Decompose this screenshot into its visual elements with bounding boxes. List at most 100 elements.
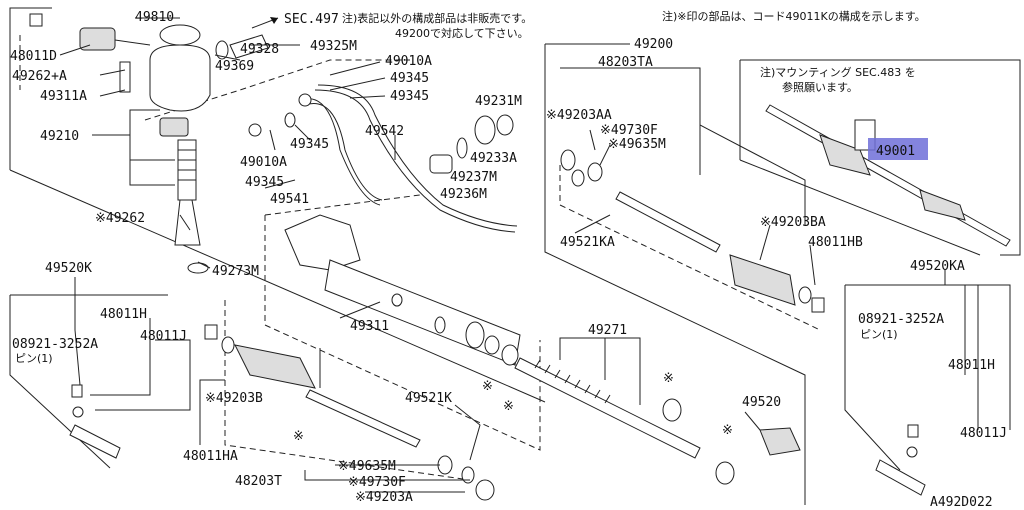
boot-48203t-part[interactable] bbox=[234, 344, 316, 389]
label-49203ba[interactable]: ※49203BA bbox=[760, 215, 826, 230]
highlight-49001[interactable] bbox=[868, 138, 928, 160]
fitting-49328-part[interactable] bbox=[229, 34, 269, 59]
washer-49730f-part[interactable] bbox=[571, 169, 585, 187]
bushing-49520-part[interactable] bbox=[759, 427, 801, 456]
star-marker: ※ bbox=[503, 399, 514, 414]
bushing-49233a-part[interactable] bbox=[429, 154, 453, 174]
ring-49271-part[interactable] bbox=[501, 344, 519, 366]
clamp-49203ba-part[interactable] bbox=[798, 286, 812, 304]
seal-49231m-part[interactable] bbox=[474, 115, 496, 145]
lock-49635m-left-part[interactable] bbox=[437, 455, 453, 475]
label-49237m[interactable]: 49237M bbox=[450, 170, 497, 185]
frame-tie-rod-right bbox=[845, 284, 1011, 430]
label-49635m-left[interactable]: ※49635M bbox=[338, 459, 396, 474]
label-49520[interactable]: 49520 bbox=[742, 395, 781, 410]
steering-gear-assembly-part[interactable] bbox=[765, 104, 1011, 247]
label-49810[interactable]: 49810 bbox=[135, 10, 174, 25]
label-49010a-top[interactable]: 49010A bbox=[385, 54, 432, 69]
label-49236m[interactable]: 49236M bbox=[440, 187, 487, 202]
dashed-valve-box bbox=[144, 59, 410, 121]
ring-49520-part[interactable] bbox=[715, 461, 735, 485]
label-48011h-right[interactable]: 48011H bbox=[948, 358, 995, 373]
label-49001[interactable]: 49001 bbox=[876, 144, 915, 159]
label-48011hb[interactable]: 48011HB bbox=[808, 235, 863, 250]
dashed-housing-top bbox=[264, 194, 421, 216]
pipe-49542[interactable] bbox=[314, 89, 516, 233]
label-48203t[interactable]: 48203T bbox=[235, 474, 282, 489]
clamp-49203a-part[interactable] bbox=[475, 479, 495, 501]
label-49010a[interactable]: 49010A bbox=[240, 155, 287, 170]
label-49203aa[interactable]: ※49203AA bbox=[546, 108, 612, 123]
label-49521ka[interactable]: 49521KA bbox=[560, 235, 615, 250]
note-not-for-sale: 注)表記以外の構成部品は非販売です。 bbox=[342, 11, 532, 25]
pipe-49541[interactable] bbox=[299, 98, 381, 206]
label-49271[interactable]: 49271 bbox=[588, 323, 627, 338]
label-48011ha[interactable]: 48011HA bbox=[183, 449, 238, 464]
label-pin-right: ピン(1) bbox=[860, 328, 898, 341]
label-48011h-left[interactable]: 48011H bbox=[100, 307, 147, 322]
washer-49369-part[interactable] bbox=[215, 40, 229, 60]
label-49203a[interactable]: ※49203A bbox=[355, 490, 413, 505]
label-49203b[interactable]: ※49203B bbox=[205, 391, 263, 406]
star-marker: ※ bbox=[482, 379, 493, 394]
label-49521k[interactable]: 49521K bbox=[405, 391, 452, 406]
label-49520k[interactable]: 49520K bbox=[45, 261, 92, 276]
lock-49635m-part[interactable] bbox=[587, 162, 603, 182]
label-48011d[interactable]: 48011D bbox=[10, 49, 57, 64]
nut-48011j-part[interactable] bbox=[204, 324, 218, 340]
label-49520ka[interactable]: 49520KA bbox=[910, 259, 965, 274]
label-49262[interactable]: ※49262 bbox=[95, 211, 145, 226]
rack-bar-part[interactable] bbox=[514, 357, 701, 459]
boot-48203ta-part[interactable] bbox=[729, 254, 796, 306]
oil-seal-part[interactable] bbox=[465, 321, 485, 349]
label-49345-a[interactable]: 49345 bbox=[390, 71, 429, 86]
label-49210[interactable]: 49210 bbox=[40, 129, 79, 144]
label-48011j-left[interactable]: 48011J bbox=[140, 329, 187, 344]
union-bolt-part[interactable] bbox=[298, 93, 312, 107]
label-49328[interactable]: 49328 bbox=[240, 42, 279, 57]
ring-49237m-part[interactable] bbox=[456, 137, 468, 159]
label-49345-b[interactable]: 49345 bbox=[390, 89, 429, 104]
label-48203ta[interactable]: 48203TA bbox=[598, 55, 653, 70]
label-49635m[interactable]: ※49635M bbox=[608, 137, 666, 152]
bushing-ring-part[interactable] bbox=[484, 335, 500, 355]
washer-49730f-left-part[interactable] bbox=[461, 466, 475, 484]
label-49231m[interactable]: 49231M bbox=[475, 94, 522, 109]
copper-washer-part[interactable] bbox=[284, 112, 296, 128]
bolt-48011d-part[interactable] bbox=[29, 13, 43, 27]
label-49200[interactable]: 49200 bbox=[634, 37, 673, 52]
label-49262a[interactable]: 49262+A bbox=[12, 69, 67, 84]
union-bolt-2-part[interactable] bbox=[248, 123, 262, 137]
tie-rod-end-right-part[interactable] bbox=[875, 424, 926, 496]
label-49730f-left[interactable]: ※49730F bbox=[348, 475, 406, 490]
oring-49273m-part[interactable] bbox=[187, 262, 209, 274]
label-49542[interactable]: 49542 bbox=[365, 124, 404, 139]
label-08921-left[interactable]: 08921-3252A bbox=[12, 337, 98, 352]
inner-rod-49521k-part[interactable] bbox=[305, 389, 421, 448]
label-49311a[interactable]: 49311A bbox=[40, 89, 87, 104]
frame-center-right bbox=[544, 44, 806, 505]
inner-rod-49521ka-part[interactable] bbox=[615, 191, 721, 253]
label-49345-c[interactable]: 49345 bbox=[245, 175, 284, 190]
ring-49271b-part[interactable] bbox=[662, 398, 682, 422]
tie-rod-end-left-part[interactable] bbox=[69, 384, 121, 459]
label-49233a[interactable]: 49233A bbox=[470, 151, 517, 166]
clamp-49203b-part[interactable] bbox=[221, 336, 235, 354]
valve-body-part[interactable] bbox=[79, 24, 211, 112]
label-49541[interactable]: 49541 bbox=[270, 192, 309, 207]
label-49273m[interactable]: 49273M bbox=[212, 264, 259, 279]
nut-48011hb-part[interactable] bbox=[811, 297, 825, 313]
label-49325m[interactable]: 49325M bbox=[310, 39, 357, 54]
label-49345-d[interactable]: 49345 bbox=[290, 137, 329, 152]
note-use-49200: 49200で対応して下さい。 bbox=[395, 26, 529, 40]
label-49730f[interactable]: ※49730F bbox=[600, 123, 658, 138]
label-08921-right[interactable]: 08921-3252A bbox=[858, 312, 944, 327]
label-49311[interactable]: 49311 bbox=[350, 319, 389, 334]
clamp-49203aa-part[interactable] bbox=[560, 149, 576, 171]
label-48011j-right[interactable]: 48011J bbox=[960, 426, 1007, 441]
spring-part[interactable] bbox=[496, 114, 514, 136]
label-49369[interactable]: 49369 bbox=[215, 59, 254, 74]
pinion-shaft-part[interactable] bbox=[159, 117, 201, 246]
section-reference[interactable]: SEC.497 bbox=[284, 12, 339, 27]
